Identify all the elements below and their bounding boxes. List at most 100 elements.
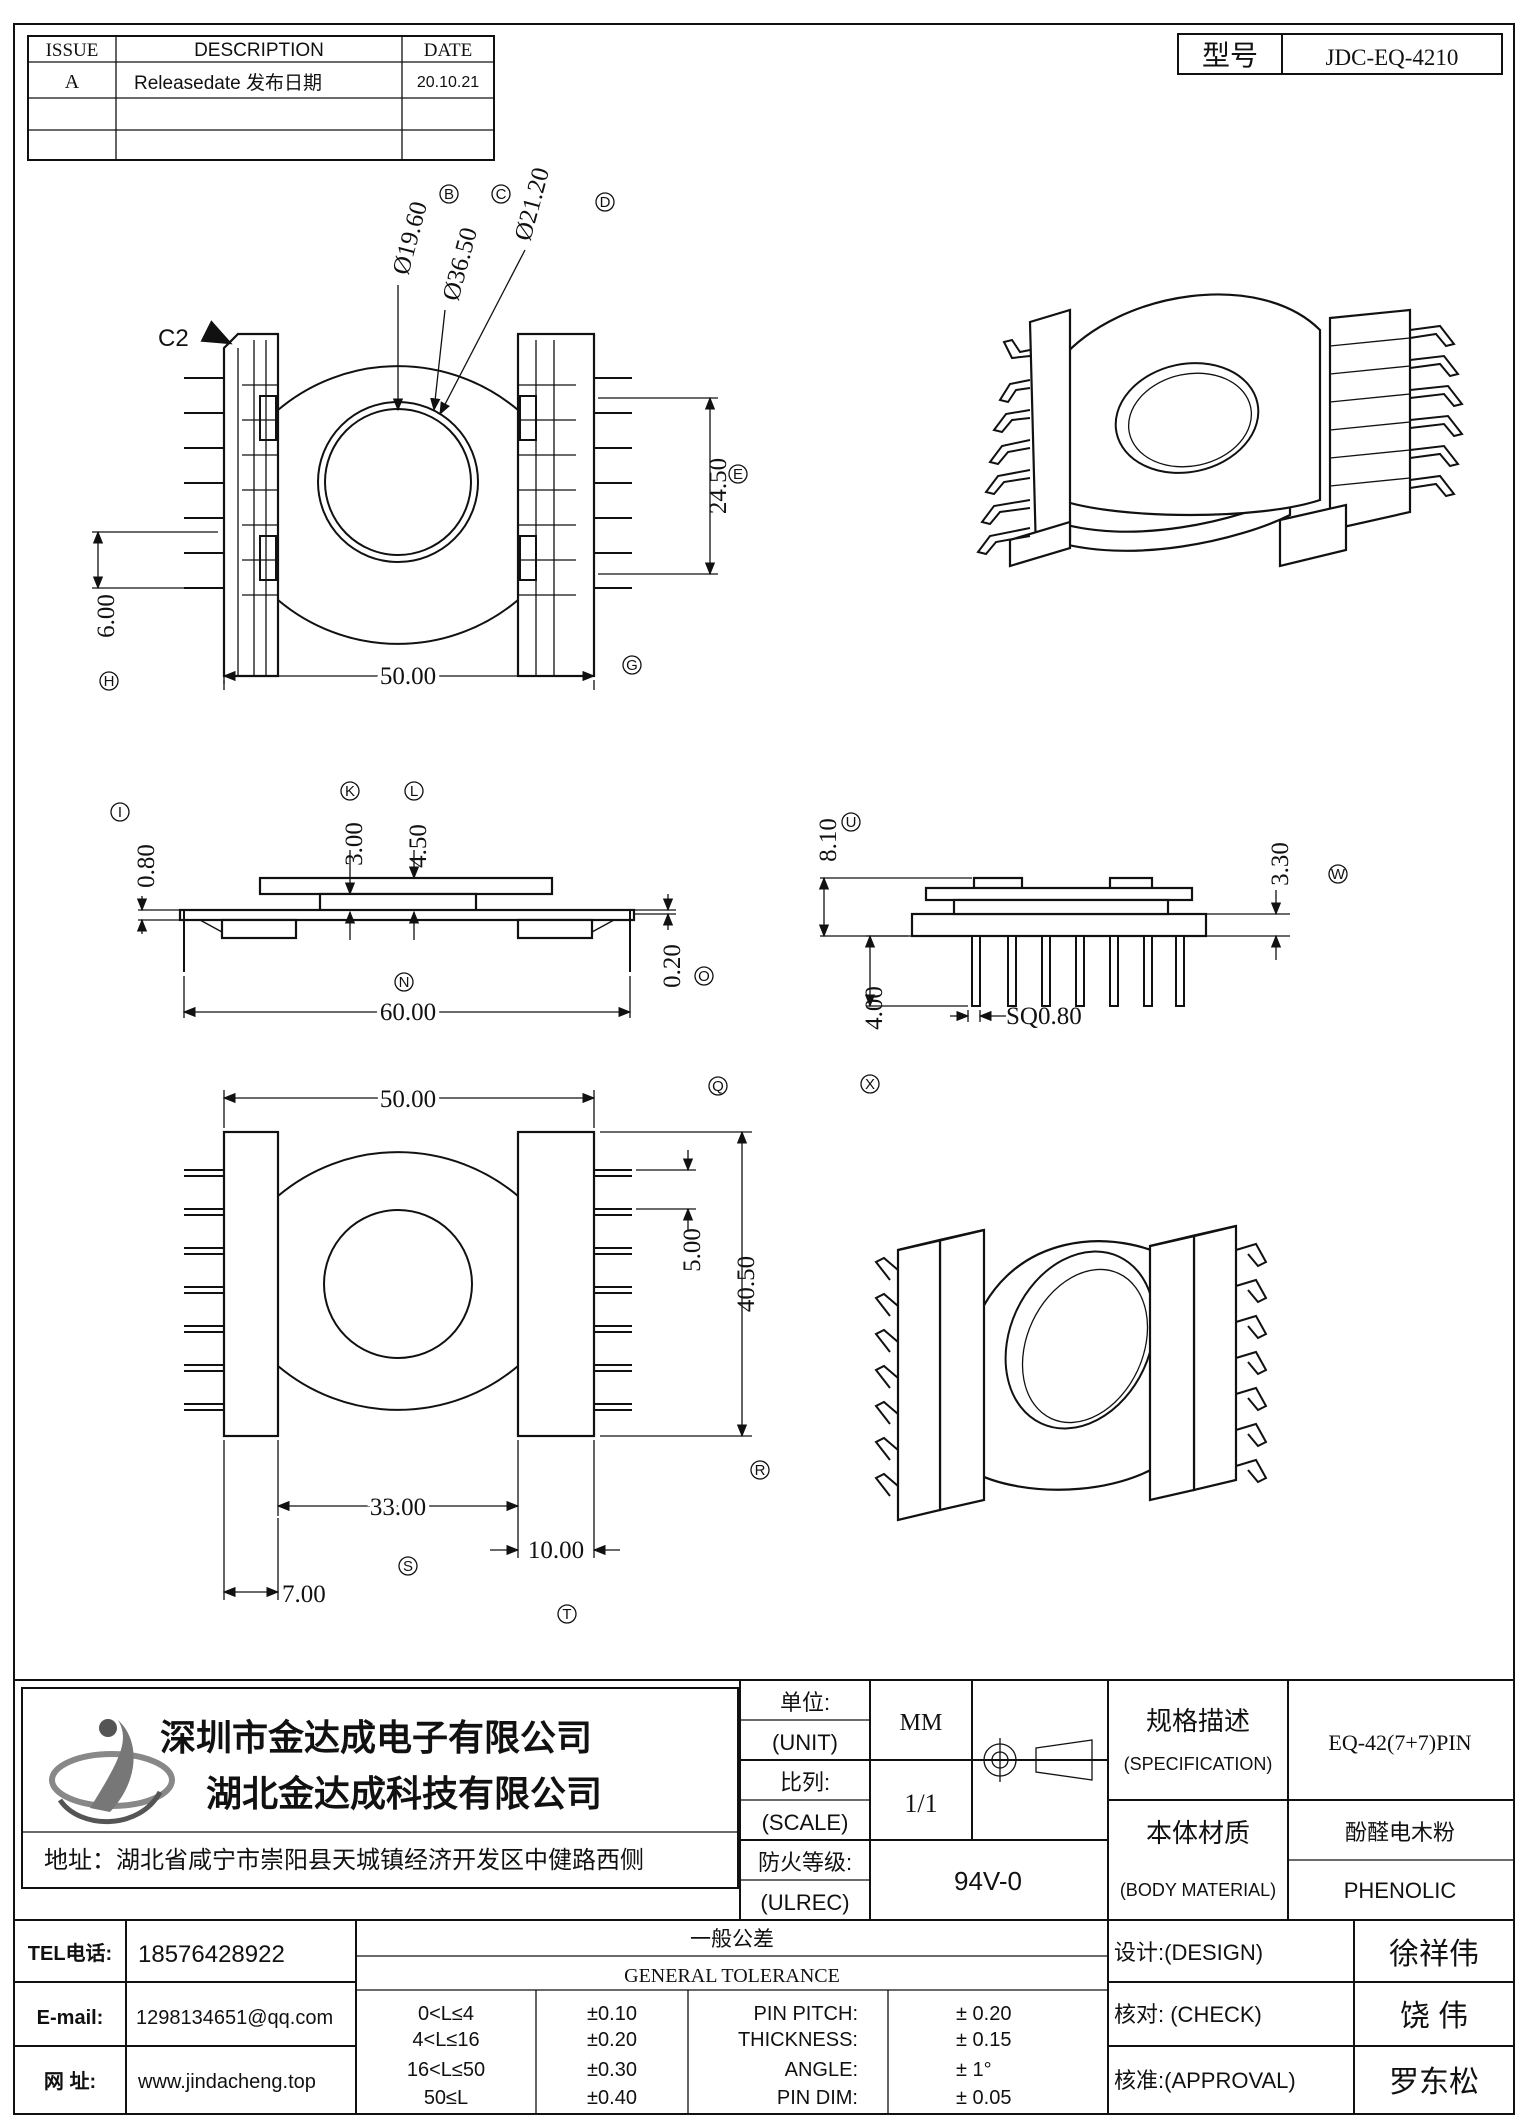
marker-t: T <box>562 1606 571 1623</box>
dim-d19: Ø19.60 <box>388 199 433 278</box>
company-address: 地址：湖北省咸宁市崇阳县天城镇经济开发区中健路西侧 <box>44 1847 644 1874</box>
material-label-en: (BODY MATERIAL) <box>1120 1880 1276 1900</box>
projection-symbol-icon <box>978 1738 1098 1782</box>
dim-4-50: 4.50 <box>405 824 432 868</box>
scale-value: 1/1 <box>904 1789 937 1818</box>
marker-n: N <box>399 974 410 991</box>
dim-4-00: 4.00 <box>861 986 888 1030</box>
dim-50-00-bottom: 50.00 <box>380 1086 436 1113</box>
marker-o: O <box>698 968 710 985</box>
dim-0-80: 0.80 <box>133 844 160 888</box>
unit-label-en: (UNIT) <box>772 1730 838 1755</box>
side-view-1: 0.80 3.00 4.50 0.20 60.00 I K L N O <box>110 781 714 1030</box>
ul-label: 防火等级: <box>758 1850 852 1875</box>
tol-item-4-value: ± 0.05 <box>956 2087 1011 2109</box>
design-label: 设计:(DESIGN) <box>1114 1940 1263 1965</box>
marker-c: C <box>496 186 507 203</box>
email-value: 1298134651@qq.com <box>136 2007 333 2029</box>
dim-chamfer: C2 <box>158 325 189 352</box>
sheet-border <box>13 23 1515 2115</box>
dim-50-00-top: 50.00 <box>380 663 436 690</box>
dim-60-00: 60.00 <box>380 999 436 1026</box>
dim-6-00: 6.00 <box>93 594 120 638</box>
company-logo <box>49 1719 175 1824</box>
tol-range-3: 16<L≤50 <box>407 2059 485 2081</box>
title-block: 深圳市金达成电子有限公司 湖北金达成科技有限公司 地址：湖北省咸宁市崇阳县天城镇… <box>14 1679 1514 2114</box>
dim-33-00: 33.00 <box>370 1494 426 1521</box>
marker-u: U <box>846 814 857 831</box>
iso-view-bottom <box>874 1224 1268 1522</box>
dim-sq0-80: SQ0.80 <box>1006 1003 1082 1030</box>
marker-e: E <box>733 466 743 483</box>
scale-label-en: (SCALE) <box>762 1810 849 1835</box>
marker-g: G <box>626 657 638 674</box>
spec-label-en: (SPECIFICATION) <box>1124 1754 1273 1774</box>
tol-item-2-label: THICKNESS: <box>738 2029 858 2051</box>
marker-b: B <box>444 186 454 203</box>
tol-item-3-value: ± 1° <box>956 2059 992 2081</box>
rev-header-issue: ISSUE <box>46 40 99 61</box>
tol-value-4: ±0.40 <box>587 2087 637 2109</box>
rev-row-issue: A <box>65 71 80 93</box>
web-value: www.jindacheng.top <box>137 2071 316 2093</box>
tol-range-2: 4<L≤16 <box>412 2029 479 2051</box>
ul-value: 94V-0 <box>954 1866 1022 1896</box>
rev-row-date: 20.10.21 <box>417 74 479 91</box>
approval-label: 核准:(APPROVAL) <box>1114 2068 1296 2093</box>
email-label: E-mail: <box>37 2007 104 2029</box>
tol-item-4-label: PIN DIM: <box>777 2087 858 2109</box>
spec-label: 规格描述 <box>1146 1706 1250 1736</box>
design-name: 徐祥伟 <box>1389 1938 1479 1971</box>
dim-24-50: 24.50 <box>705 458 732 514</box>
dim-3-30: 3.30 <box>1267 842 1294 886</box>
tol-item-3-label: ANGLE: <box>785 2059 858 2081</box>
marker-l: L <box>410 783 418 800</box>
tel-value: 18576428922 <box>138 1941 285 1968</box>
material-label: 本体材质 <box>1146 1818 1250 1848</box>
dim-d36: Ø36.50 <box>438 225 483 304</box>
tol-item-2-value: ± 0.15 <box>956 2029 1011 2051</box>
model-value: JDC-EQ-4210 <box>1326 45 1459 70</box>
unit-label: 单位: <box>780 1690 830 1715</box>
material-value-en: PHENOLIC <box>1344 1878 1457 1903</box>
tol-item-1-value: ± 0.20 <box>956 2003 1011 2025</box>
company-name-1: 深圳市金达成电子有限公司 <box>160 1717 592 1758</box>
tolerance-title-cn: 一般公差 <box>690 1928 774 1951</box>
dim-7-00: 7.00 <box>282 1581 326 1608</box>
company-name-2: 湖北金达成科技有限公司 <box>206 1773 602 1814</box>
dim-0-20: 0.20 <box>659 944 686 988</box>
top-view: C2 Ø19.60 Ø36.50 Ø21.20 24.50 6.00 50.00… <box>92 165 748 694</box>
dim-3-00: 3.00 <box>341 822 368 866</box>
model-label: 型号 <box>1202 40 1258 71</box>
tel-label: TEL电话: <box>28 1942 112 1965</box>
approval-name: 罗东松 <box>1389 2066 1479 2099</box>
rev-header-description: DESCRIPTION <box>194 40 324 61</box>
check-label: 核对: (CHECK) <box>1114 2002 1262 2027</box>
tol-value-1: ±0.10 <box>587 2003 637 2025</box>
unit-value: MM <box>900 1710 943 1736</box>
tol-item-1-label: PIN PITCH: <box>754 2003 858 2025</box>
scale-label: 比列: <box>780 1770 830 1795</box>
rev-row-description: Releasedate 发布日期 <box>134 72 322 94</box>
bottom-view: 50.00 5.00 40.50 33.00 10.00 7.00 Q R S … <box>184 1076 770 1624</box>
dim-40-50: 40.50 <box>733 1256 760 1312</box>
dim-10-00: 10.00 <box>528 1537 584 1564</box>
dim-8-10: 8.10 <box>815 818 842 862</box>
marker-i: I <box>118 804 122 821</box>
side-view-2: 8.10 3.30 4.00 SQ0.80 U W X <box>815 812 1348 1094</box>
spec-value: EQ-42(7+7)PIN <box>1328 1730 1471 1755</box>
check-name: 饶 伟 <box>1400 2000 1468 2033</box>
marker-w: W <box>1331 866 1346 883</box>
dim-5-00: 5.00 <box>679 1228 706 1272</box>
marker-k: K <box>345 783 355 800</box>
web-label: 网 址: <box>44 2070 96 2093</box>
model-box: 型号 JDC-EQ-4210 <box>1177 33 1503 75</box>
iso-view-top <box>976 293 1464 568</box>
marker-d: D <box>600 194 611 211</box>
marker-h: H <box>104 673 115 690</box>
tol-value-2: ±0.20 <box>587 2029 637 2051</box>
rev-header-date: DATE <box>424 40 473 61</box>
ul-label-en: (ULREC) <box>760 1890 849 1915</box>
marker-s: S <box>403 1558 413 1575</box>
